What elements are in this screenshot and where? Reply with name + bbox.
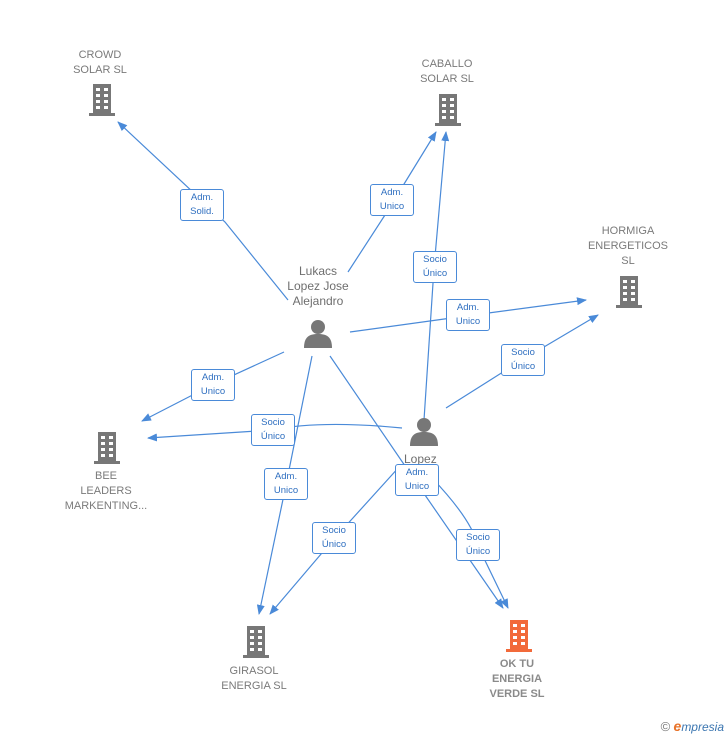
edge-lukacs-crowd — [117, 121, 289, 301]
building-icon — [506, 620, 532, 652]
edge-label-socio-unico-caballo: Socio Único — [413, 251, 457, 283]
building-icon — [435, 94, 461, 126]
edge-label-adm-unico-caballo: Adm. Unico — [370, 184, 414, 216]
brand-initial: e — [673, 718, 682, 734]
node-label-ok-tu-energia-verde[interactable]: OK TU ENERGIA VERDE SL — [489, 658, 545, 700]
edge-label-adm-unico-bee: Adm. Unico — [191, 369, 235, 401]
edge-label-socio-unico-girasol: Socio Único — [312, 522, 356, 554]
edge-label-adm-unico-girasol: Adm. Unico — [264, 468, 308, 500]
brand-name: mpresia — [681, 720, 724, 734]
empresia-logo[interactable]: © empresia — [661, 718, 724, 734]
building-icon — [243, 626, 269, 658]
person-icon — [410, 418, 438, 446]
copyright-symbol: © — [660, 719, 671, 734]
node-label-bee-leaders[interactable]: BEE LEADERS MARKENTING... — [64, 470, 148, 512]
edge-label-socio-unico-bee: Socio Único — [251, 414, 295, 446]
building-icon — [89, 84, 115, 116]
person-icon — [304, 320, 332, 348]
node-label-crowd-solar[interactable]: CROWD SOLAR SL — [73, 49, 127, 76]
edge-label-socio-unico-hormiga: Socio Único — [501, 344, 545, 376]
node-label-hormiga-energeticos[interactable]: HORMIGA ENERGETICOS SL — [587, 225, 669, 267]
building-icon — [616, 276, 642, 308]
building-icon — [94, 432, 120, 464]
edge-label-adm-unico-oktu: Adm. Unico — [395, 464, 439, 496]
edge-label-socio-unico-oktu: Socio Único — [456, 529, 500, 561]
node-label-girasol-energia[interactable]: GIRASOL ENERGIA SL — [221, 665, 287, 692]
edge-label-adm-unico-hormiga: Adm. Unico — [446, 299, 490, 331]
node-label-lukacs-lopez[interactable]: Lukacs Lopez Jose Alejandro — [287, 264, 349, 308]
node-label-caballo-solar[interactable]: CABALLO SOLAR SL — [420, 58, 474, 85]
edge-label-adm-solid: Adm. Solid. — [180, 189, 224, 221]
